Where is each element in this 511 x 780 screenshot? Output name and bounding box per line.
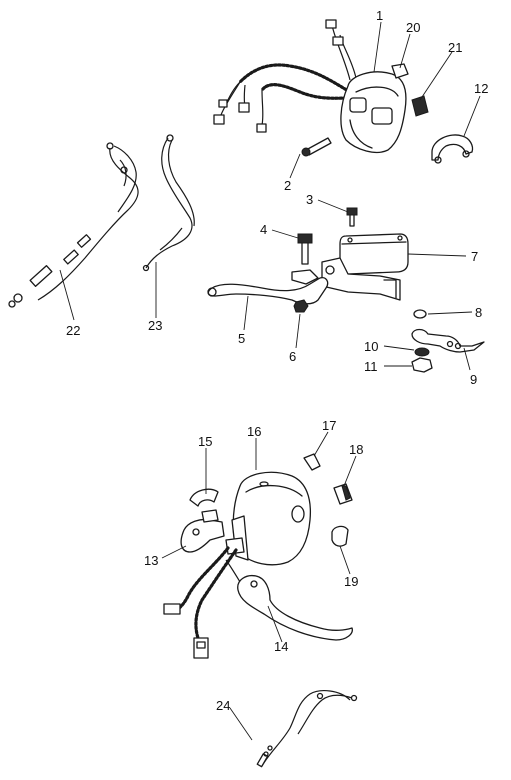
callout-10: 10 <box>364 339 378 354</box>
callout-19: 19 <box>344 574 358 589</box>
callout-18: 18 <box>349 442 363 457</box>
callout-14: 14 <box>274 639 288 654</box>
part-19 <box>331 525 349 547</box>
callout-5: 5 <box>238 331 245 346</box>
callout-24: 24 <box>216 698 230 713</box>
brake-switch-9 <box>411 328 485 353</box>
clamp-13 <box>180 518 225 553</box>
clutch-lever-14 <box>237 574 353 641</box>
callout-3: 3 <box>306 192 313 207</box>
part-21 <box>411 95 429 117</box>
callout-20: 20 <box>406 20 420 35</box>
callout-1: 1 <box>376 8 383 23</box>
callout-labels: 1 2 3 4 5 6 7 8 9 10 11 12 13 14 15 16 1… <box>66 8 488 713</box>
brake-lever-5 <box>207 276 329 305</box>
callout-8: 8 <box>475 305 482 320</box>
leader-lines <box>59 21 481 741</box>
callout-23: 23 <box>148 318 162 333</box>
part-17 <box>303 453 321 471</box>
cable-23 <box>142 134 195 272</box>
right-switch-assembly <box>213 19 474 164</box>
callout-6: 6 <box>289 349 296 364</box>
callout-21: 21 <box>448 40 462 55</box>
callout-13: 13 <box>144 553 158 568</box>
callout-16: 16 <box>247 424 261 439</box>
left-switch-assembly <box>163 453 353 659</box>
callout-15: 15 <box>198 434 212 449</box>
throttle-cable-22 <box>8 142 139 308</box>
part-15 <box>189 488 219 507</box>
callout-2: 2 <box>284 178 291 193</box>
nut-11 <box>411 357 433 373</box>
master-cylinder-7 <box>339 233 409 275</box>
callout-7: 7 <box>471 249 478 264</box>
callout-17: 17 <box>322 418 336 433</box>
cable-24 <box>256 690 358 768</box>
callout-22: 22 <box>66 323 80 338</box>
brake-master-cylinder-assembly <box>207 207 485 373</box>
callout-4: 4 <box>260 222 267 237</box>
callout-12: 12 <box>474 81 488 96</box>
nut-6 <box>293 299 309 313</box>
clamp-12 <box>431 134 474 161</box>
callout-9: 9 <box>470 372 477 387</box>
callout-11: 11 <box>364 359 378 374</box>
